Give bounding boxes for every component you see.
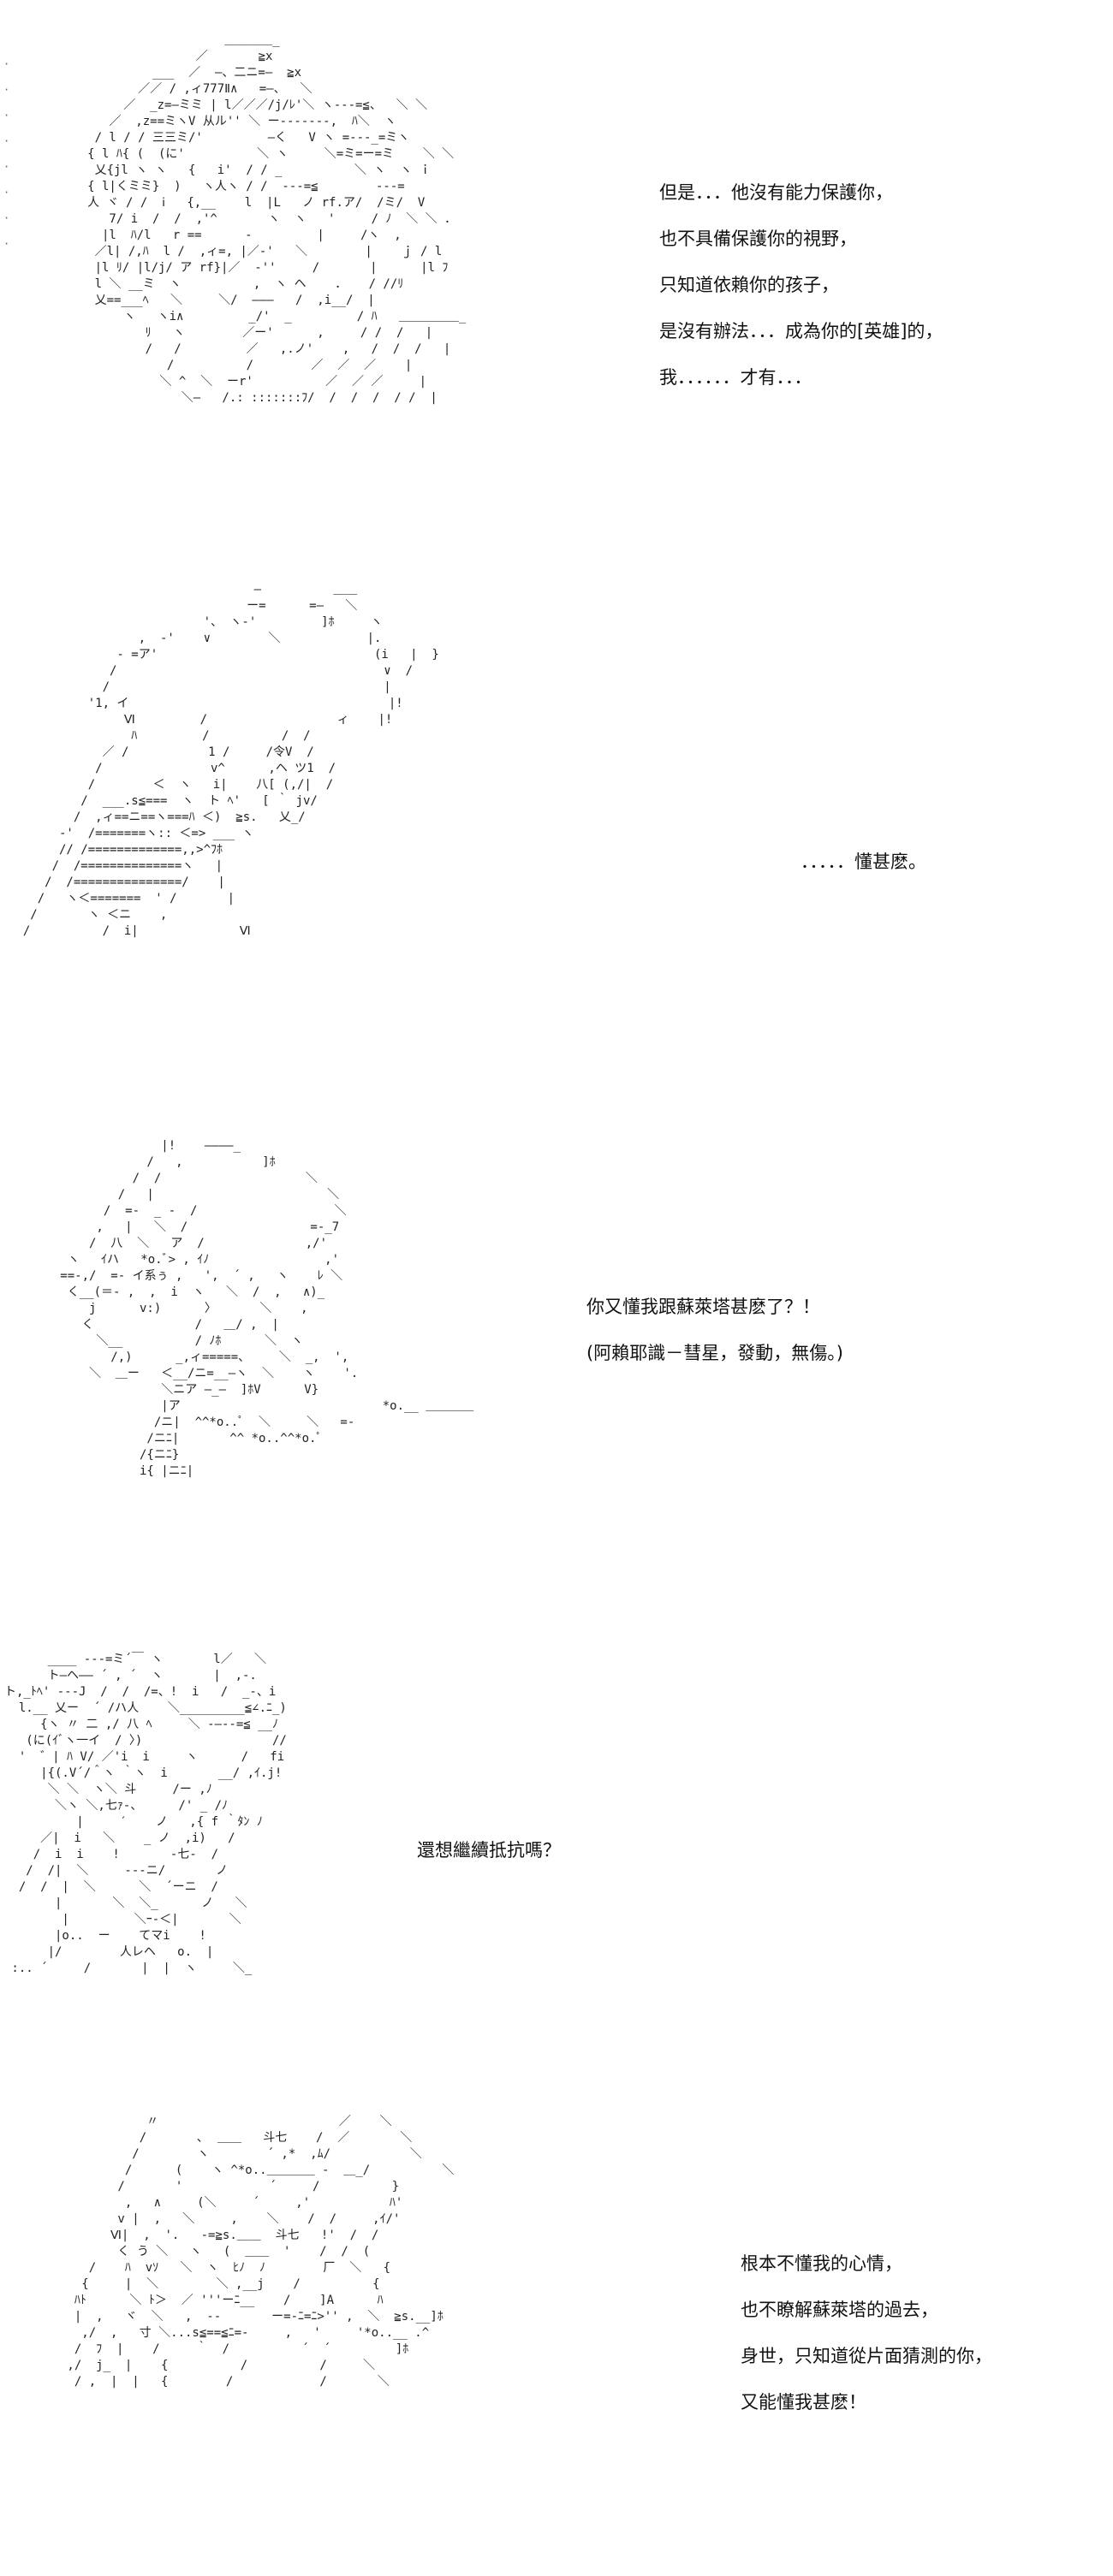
dialogue-block: ．．．．．懂甚麽。 — [801, 839, 926, 885]
dialogue-line: 只知道依賴你的孩子， — [659, 275, 839, 295]
ascii-art-figure: ＿＿＿＿_ ／ ≧x ___ ／ ―、二ニ=― ≧x ／／ / ,ィ777Ⅱ∧ … — [87, 33, 467, 405]
dialogue-line: 根本不懂我的心情， — [741, 2253, 902, 2274]
dialogue-line: (阿賴耶識－彗星，發動，無傷。) — [586, 1343, 843, 1363]
dialogue-line: 還想繼續抵抗嗎？ — [417, 1840, 561, 1861]
dialogue-line: 是沒有辦法．．．成為你的[英雄]的， — [659, 321, 943, 341]
dialogue-line: 但是．．．他沒有能力保護你， — [659, 182, 893, 203]
manga-panel-5: 〃 ／ ＼ / ､ ＿＿ 斗七 / ／ ＼ / ヽ ´ ,* ,ﾑ/ ＼ / (… — [0, 2114, 1113, 2576]
dialogue-line: 身世，只知道從片面猜測的你， — [741, 2346, 992, 2366]
ascii-art-figure: 〃 ／ ＼ / ､ ＿＿ 斗七 / ／ ＼ / ヽ ´ ,* ,ﾑ/ ＼ / (… — [67, 2115, 455, 2389]
dialogue-line: 我．．．．．．才有．．． — [659, 367, 812, 388]
manga-panel-2: ― ＿＿ ー= =― ＼ '、 ヽ‐' ]ﾎ ヽ , ‐' ∨ ＼ |. - =… — [0, 582, 1113, 1095]
dialogue-block: 你又懂我跟蘇萊塔甚麽了？！ (阿賴耶識－彗星，發動，無傷。) — [586, 1284, 843, 1376]
ascii-art-figure: |! ――――_ / , ]ﾎ / / ＼ / | ＼ / =- _ - / ＼… — [60, 1139, 474, 1478]
dialogue-line: 也不具備保護你的視野， — [659, 229, 857, 249]
manga-panel-1: ＿＿＿＿_ ／ ≧x ___ ／ ―、二ニ=― ≧x ／／ / ,ィ777Ⅱ∧ … — [0, 0, 1113, 556]
left-margin-dots: ········ — [3, 58, 10, 250]
dialogue-block: 但是．．．他沒有能力保護你， 也不具備保護你的視野， 只知道依賴你的孩子， 是沒… — [659, 169, 943, 401]
dialogue-line: 又能懂我甚麽！ — [741, 2392, 866, 2413]
dialogue-block: 還想繼續抵抗嗎？ — [417, 1827, 561, 1873]
dialogue-line: 也不瞭解蘇萊塔的過去， — [741, 2300, 938, 2320]
manga-panel-3: |! ――――_ / , ]ﾎ / / ＼ / | ＼ / =- _ - / ＼… — [0, 1130, 1113, 1643]
dialogue-line: ．．．．．懂甚麽。 — [801, 852, 926, 872]
ascii-art-figure: ____ ---=ミ´￣ ヽ l／ ＼ ト―ヘ―― ´ , ´ ヽ | ,-. … — [4, 1653, 287, 1975]
dialogue-block: 根本不懂我的心情， 也不瞭解蘇萊塔的過去， 身世，只知道從片面猜測的你， 又能懂… — [741, 2241, 992, 2425]
dialogue-line: 你又懂我跟蘇萊塔甚麽了？！ — [586, 1297, 820, 1317]
manga-panel-4: ____ ---=ミ´￣ ヽ l／ ＼ ト―ヘ―― ´ , ´ ヽ | ,-. … — [0, 1643, 1113, 2105]
ascii-art-figure: ― ＿＿ ー= =― ＼ '、 ヽ‐' ]ﾎ ヽ , ‐' ∨ ＼ |. - =… — [22, 583, 439, 938]
